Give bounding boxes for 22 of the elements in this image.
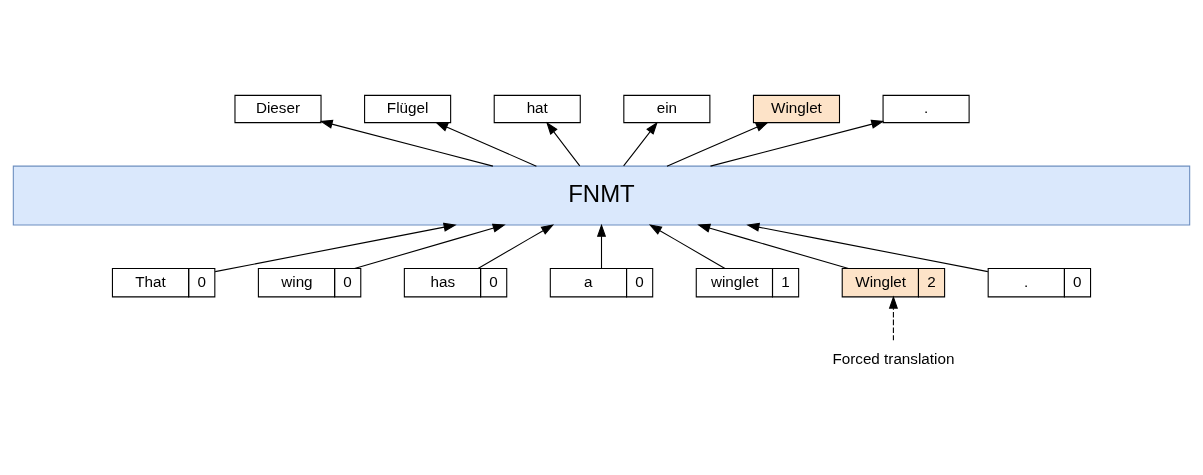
arrow <box>214 222 457 273</box>
node-text: Forced translation <box>832 350 955 368</box>
node-box: Dieser <box>234 94 322 124</box>
arrow <box>546 121 581 167</box>
arrow <box>648 224 726 270</box>
arrow <box>888 295 898 341</box>
node-box: hat <box>493 94 581 124</box>
arrow <box>697 223 849 270</box>
node-box: Flügel <box>364 94 452 124</box>
node-box: ein <box>623 94 711 124</box>
node-box: . <box>882 94 970 124</box>
arrow <box>709 119 885 167</box>
arrow <box>319 119 494 167</box>
arrow <box>596 223 607 269</box>
arrow <box>477 224 555 270</box>
node-box: FNMT <box>12 165 1191 226</box>
arrow <box>746 222 989 273</box>
arrow <box>354 223 506 270</box>
arrow <box>666 122 769 167</box>
arrow <box>623 121 658 167</box>
node-box: Winglet <box>752 94 841 124</box>
arrow <box>435 122 537 167</box>
